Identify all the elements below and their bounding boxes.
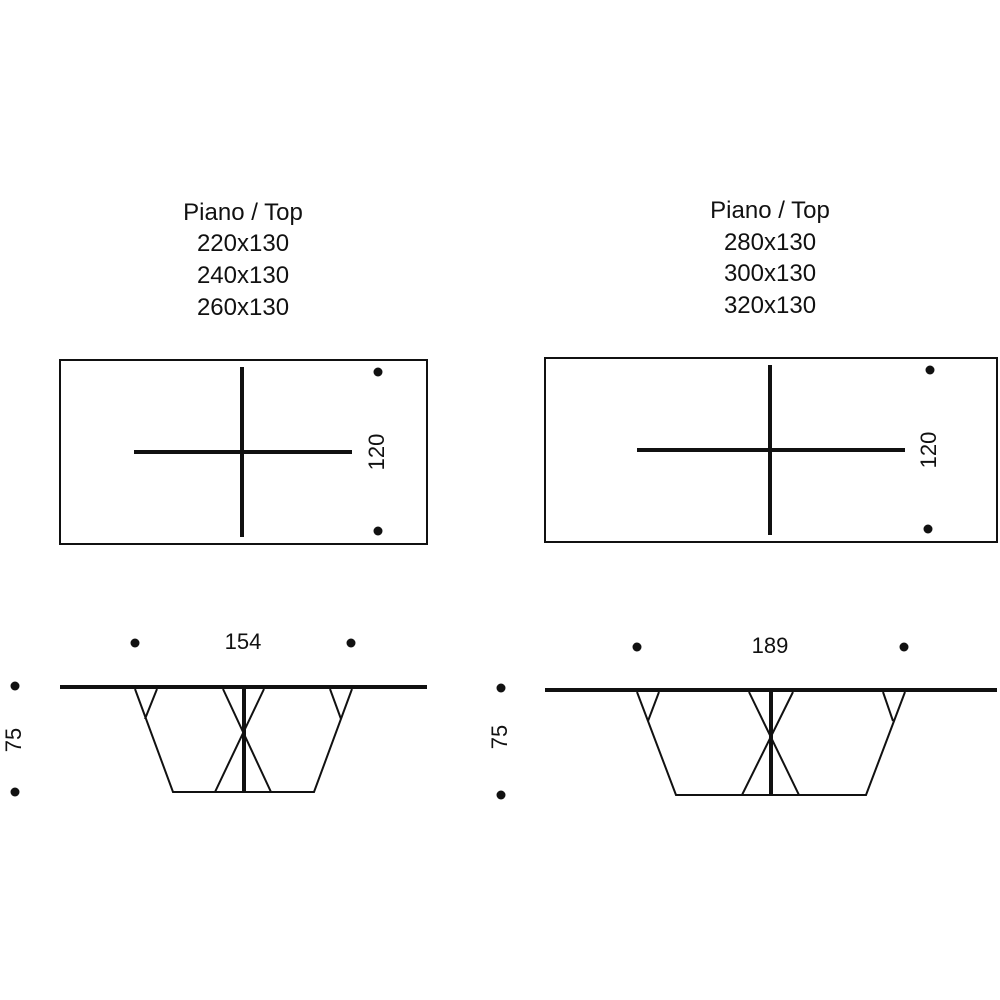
leg-span-dimension: 154: [225, 629, 262, 654]
caption-size: 240x130: [197, 262, 289, 289]
caption-size: 280x130: [724, 229, 816, 256]
caption-size: 300x130: [724, 260, 816, 287]
caption-size: 320x130: [724, 292, 816, 319]
leg-left: [134, 688, 265, 793]
leg-brace: [882, 691, 894, 722]
drawing-small: Piano / Top 220x130 240x130 260x130 120 …: [1, 199, 428, 797]
leg-brace: [647, 691, 660, 722]
leg-right: [748, 691, 906, 796]
dimension-dot: [346, 638, 356, 648]
dimension-dot: [130, 638, 140, 648]
top-view: 120: [544, 357, 998, 543]
table-top-outline: [59, 359, 428, 545]
dimension-dot: [632, 642, 642, 652]
dimension-dot: [496, 790, 506, 800]
leg-left: [636, 691, 794, 796]
dimension-dot: [10, 787, 20, 797]
height-dimension: 75: [487, 725, 512, 749]
side-view: 154 75: [1, 629, 427, 797]
dimension-dot: [373, 526, 383, 536]
dimension-dot: [925, 365, 935, 375]
side-view: 189 75: [487, 633, 997, 800]
caption-title: Piano / Top: [710, 197, 830, 224]
caption-size: 260x130: [197, 294, 289, 321]
top-view: 120: [59, 359, 428, 545]
leg-right: [222, 688, 353, 793]
depth-dimension: 120: [364, 434, 389, 471]
depth-dimension: 120: [916, 432, 941, 469]
dimension-dot: [373, 367, 383, 377]
table-top-outline: [544, 357, 998, 543]
height-dimension: 75: [1, 728, 26, 752]
dimension-dot: [10, 681, 20, 691]
leg-span-dimension: 189: [752, 633, 789, 658]
dimension-dot: [923, 524, 933, 534]
caption-size: 220x130: [197, 230, 289, 257]
dimension-dot: [496, 683, 506, 693]
caption-title: Piano / Top: [183, 199, 303, 226]
size-caption: Piano / Top 280x130 300x130 320x130: [710, 197, 830, 319]
leg-brace: [329, 688, 342, 720]
dimension-dot: [899, 642, 909, 652]
leg-brace: [144, 688, 158, 720]
drawing-large: Piano / Top 280x130 300x130 320x130 120 …: [487, 197, 998, 800]
size-caption: Piano / Top 220x130 240x130 260x130: [183, 199, 303, 321]
